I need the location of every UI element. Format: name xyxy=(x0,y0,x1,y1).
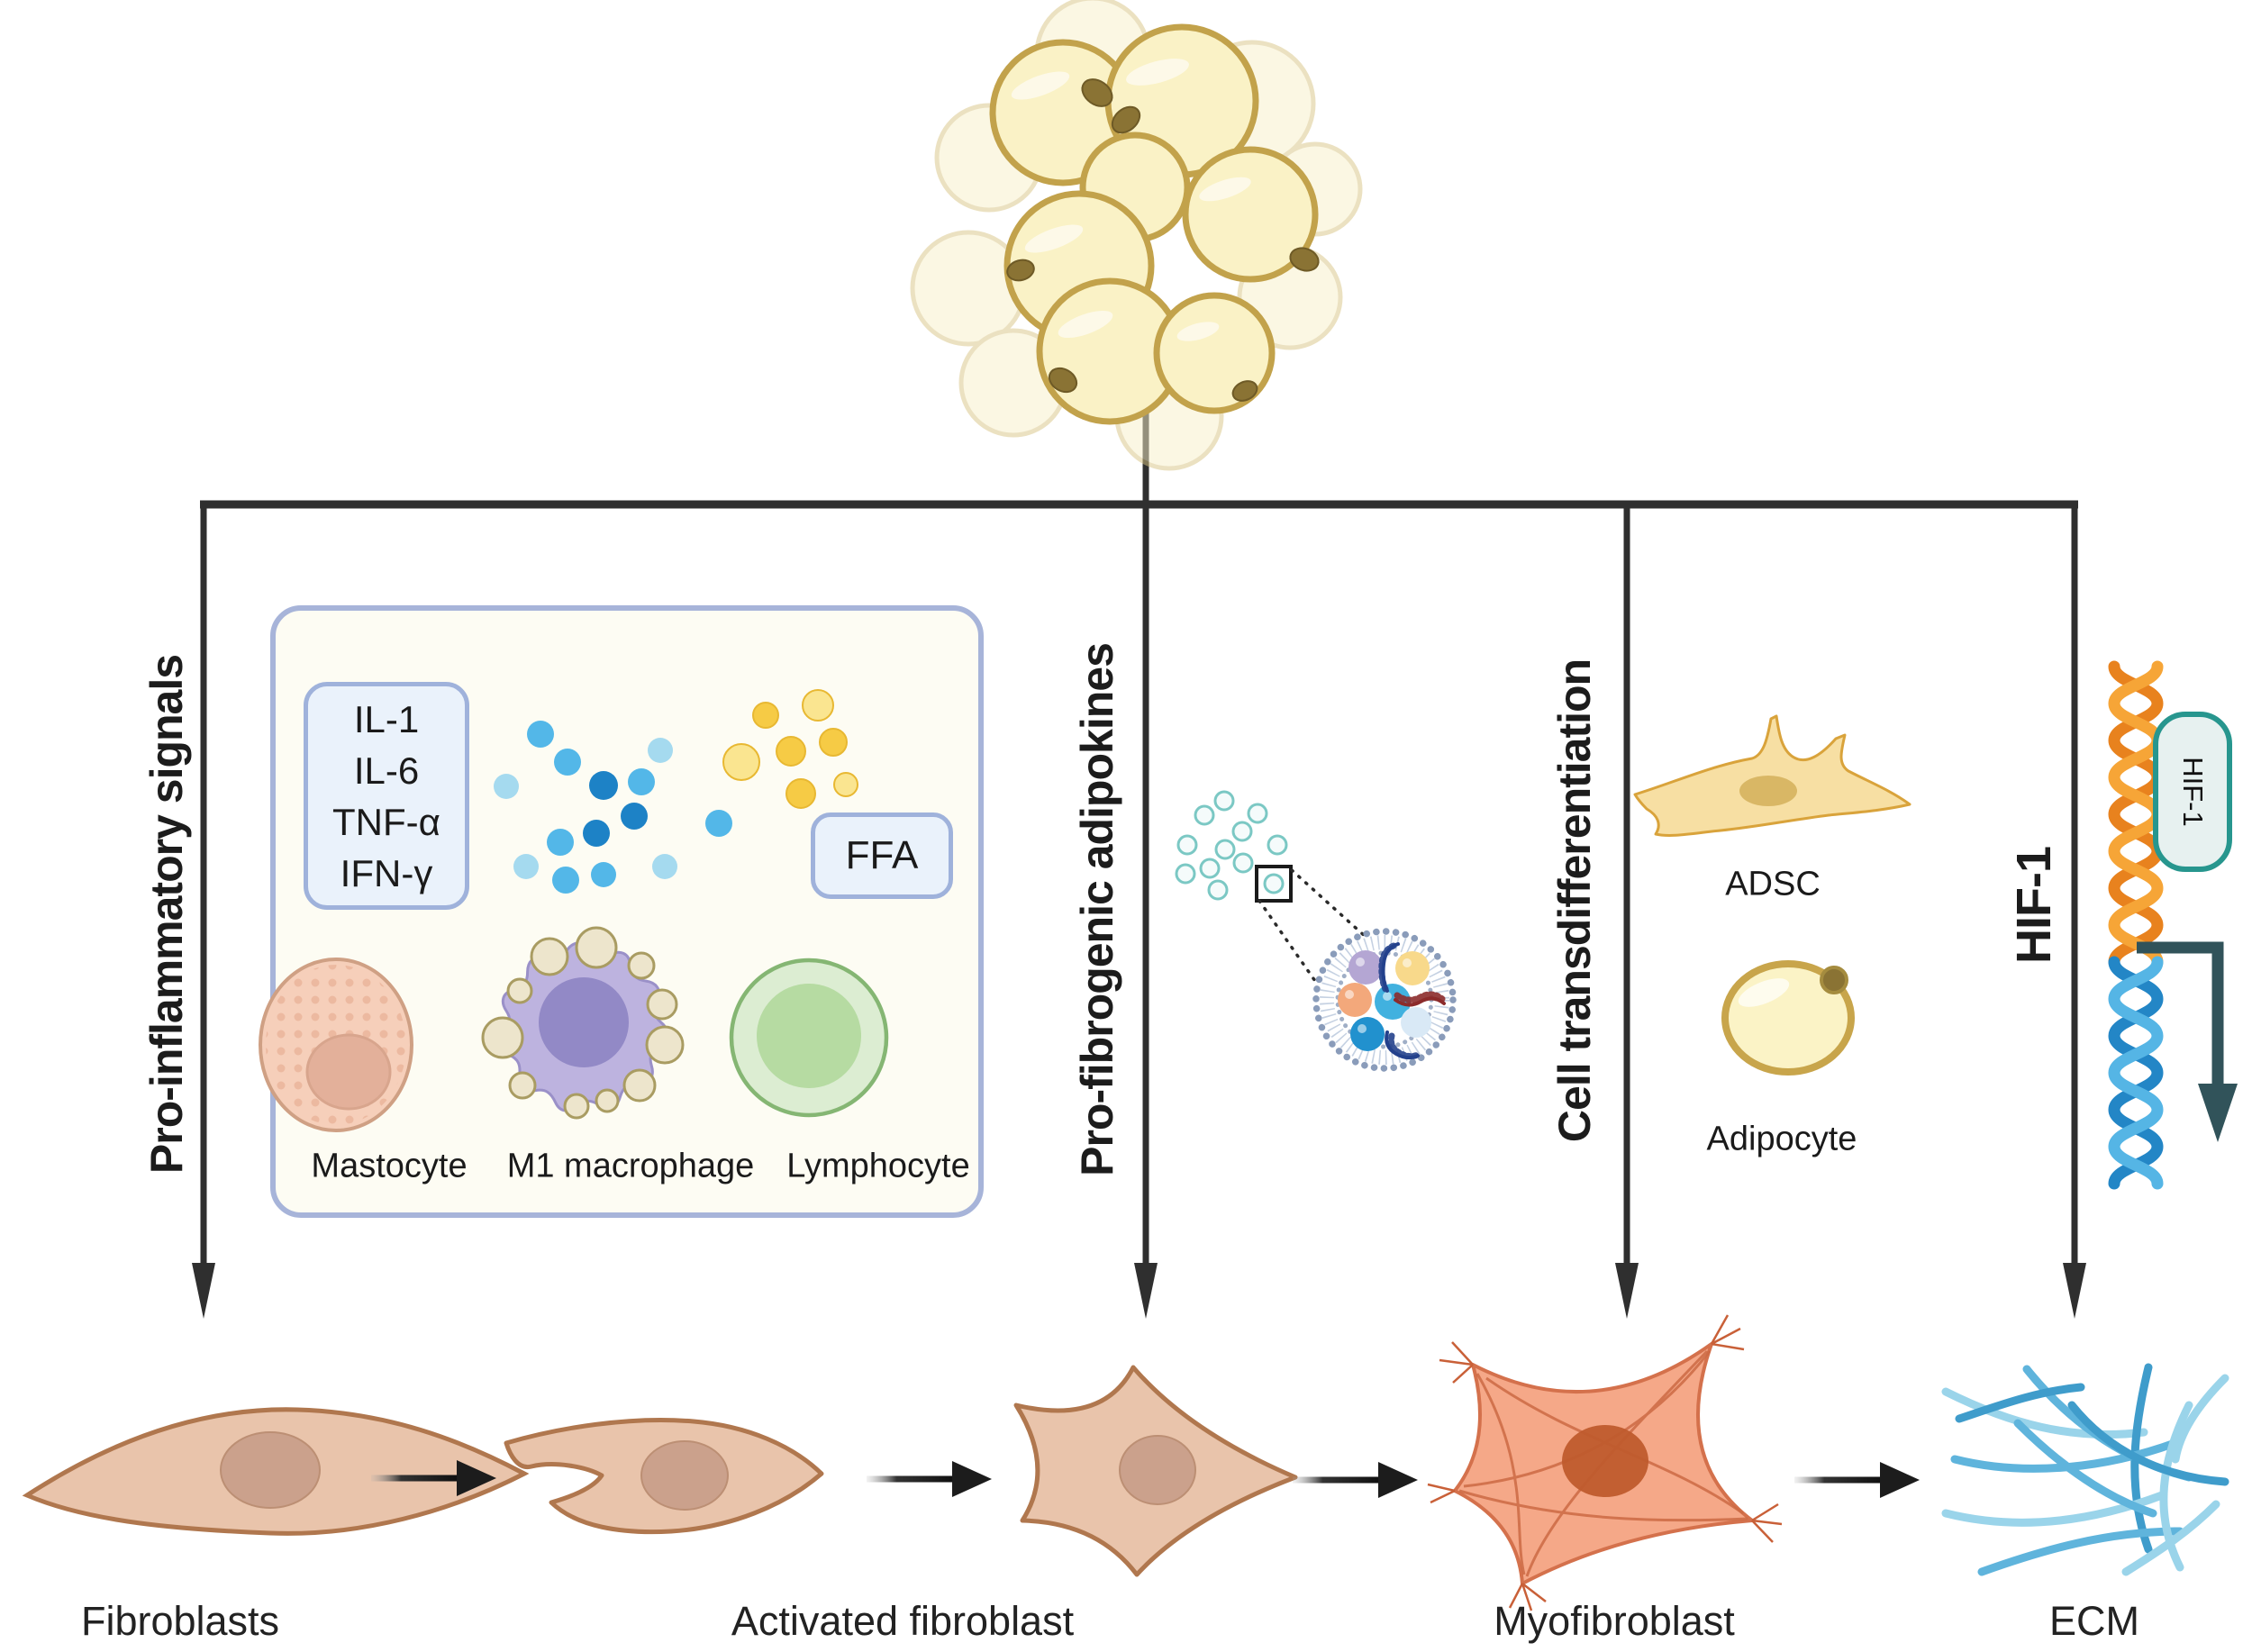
dna-strand xyxy=(2108,956,2164,1190)
m1-macrophage-cell-icon xyxy=(481,926,685,1120)
hif1-transcription-factor-box: HIF-1 xyxy=(2153,712,2232,872)
activated-fibroblast-label: Activated fibroblast xyxy=(731,1598,1075,1644)
section-label-pro-inflammatory: Pro-inflammatory signals xyxy=(141,654,192,1175)
magnifier-dotted-lines xyxy=(1258,868,1367,985)
lymphocyte-label: Lymphocyte xyxy=(786,1147,970,1185)
activated-fibroblast-icon xyxy=(1013,1365,1298,1577)
dna-strand xyxy=(2108,956,2164,1190)
section-label-hif1: HIF-1 xyxy=(2007,847,2061,964)
cytokine-ifng: IFN-γ xyxy=(340,851,433,894)
transcription-bent-arrow-icon xyxy=(2137,941,2238,1142)
cytokine-label-box: IL-1 IL-6 TNF-α IFN-γ xyxy=(304,682,469,910)
dna-strand xyxy=(2108,660,2164,968)
yellow-ffa-droplets-icon xyxy=(722,689,858,809)
fibroblast-forked-icon xyxy=(504,1418,824,1535)
hif1-factor-label: HIF-1 xyxy=(2177,757,2209,827)
exosome-icon xyxy=(1312,928,1457,1072)
progression-arrows xyxy=(371,1460,1920,1498)
cytokine-il6: IL-6 xyxy=(353,749,420,792)
teal-adipokine-vesicles-icon xyxy=(1175,790,1288,901)
cytokine-il1: IL-1 xyxy=(353,697,420,740)
adipocyte-label: Adipocyte xyxy=(1706,1120,1857,1158)
ecm-label: ECM xyxy=(2049,1598,2139,1644)
ecm-fibers-icon xyxy=(1941,1363,2229,1576)
dna-helix-icon xyxy=(2108,660,2164,1190)
lymphocyte-cell-icon xyxy=(729,958,889,1118)
myofibroblast-label: Myofibroblast xyxy=(1494,1598,1735,1644)
section-label-cell-transdifferentiation: Cell transdifferentiation xyxy=(1549,658,1600,1143)
m1-macrophage-label: M1 macrophage xyxy=(506,1147,755,1185)
blue-cytokine-dots-icon xyxy=(494,721,732,894)
magnifier-square xyxy=(1255,865,1293,903)
exosome-cargo xyxy=(1338,942,1446,1060)
adsc-label: ADSC xyxy=(1725,865,1821,903)
mastocyte-label: Mastocyte xyxy=(311,1147,468,1185)
adsc-cell-icon xyxy=(1633,714,1911,837)
adipose-tissue-cluster-icon xyxy=(910,0,1363,471)
ffa-label-box: FFA xyxy=(811,812,953,899)
fibroblast-icon xyxy=(22,1407,530,1536)
connector-arrows xyxy=(200,396,2078,1263)
section-label-pro-fibrogenic: Pro-fibrogenic adipokines xyxy=(1072,643,1122,1176)
single-adipocyte-icon xyxy=(1721,960,1855,1076)
mastocyte-cell-icon xyxy=(259,958,413,1132)
fibroblasts-label: Fibroblasts xyxy=(80,1598,280,1644)
ffa-label: FFA xyxy=(845,833,919,877)
connector-arrowheads xyxy=(192,1263,2086,1319)
cytokine-tnfa: TNF-α xyxy=(332,800,440,843)
myofibroblast-icon xyxy=(1427,1314,1783,1611)
